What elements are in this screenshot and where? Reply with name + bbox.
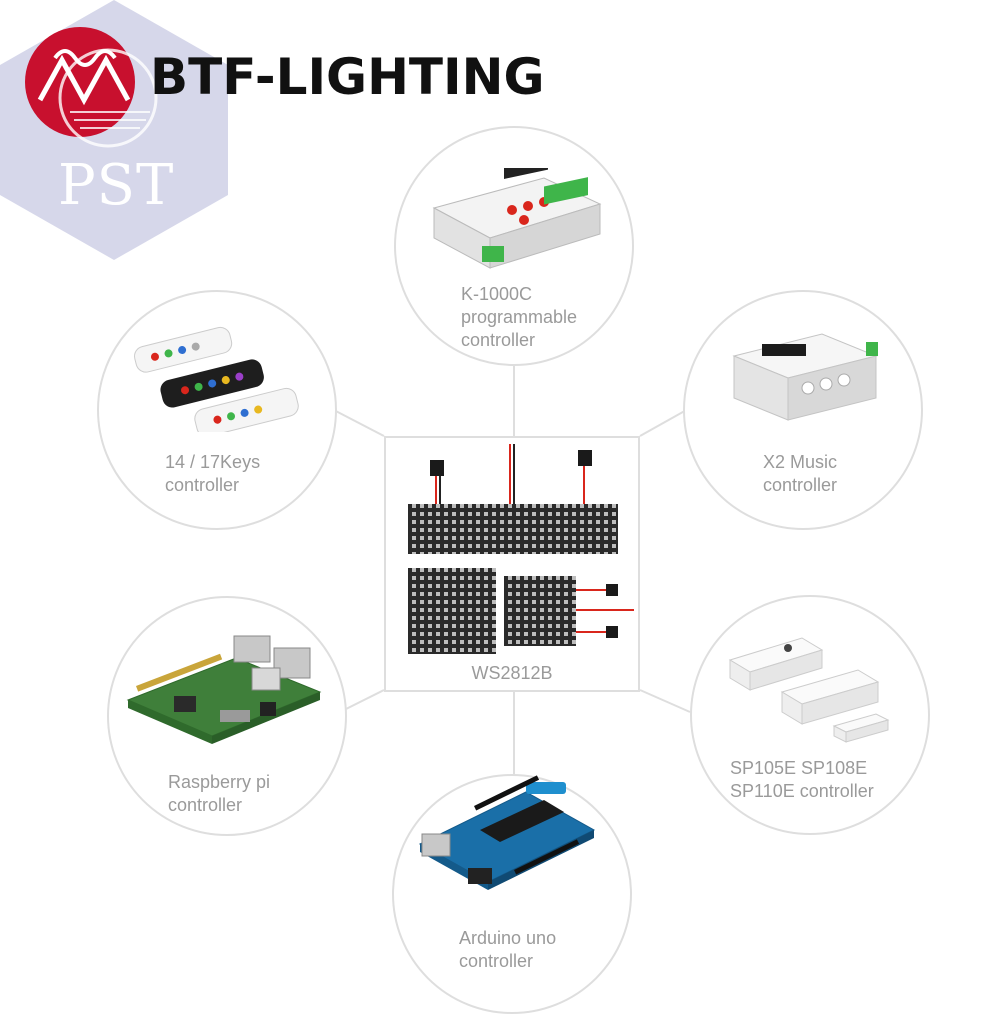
brand-title: BTF-LIGHTING	[150, 48, 545, 106]
center-label: WS2812B	[471, 663, 553, 683]
label-line: controller	[165, 475, 240, 495]
led-matrix-icon	[408, 444, 634, 654]
label-k1000c: K-1000C programmable controller	[461, 283, 577, 352]
watermark-hexagon	[0, 0, 228, 260]
label-line: X2 Music	[763, 452, 838, 472]
label-line: SP105E SP108E	[730, 758, 868, 778]
arduino-uno-board-icon	[418, 775, 596, 890]
label-line: controller	[168, 795, 243, 815]
label-line: Arduino uno	[459, 928, 557, 948]
label-arduino: Arduino uno controller	[459, 927, 556, 973]
label-line: programmable	[461, 307, 578, 327]
label-line: controller	[459, 951, 534, 971]
label-x2music: X2 Music controller	[763, 451, 837, 497]
label-line: 14 / 17Keys	[165, 452, 261, 472]
raspberry-pi-board-icon	[126, 635, 322, 744]
label-remote: 14 / 17Keys controller	[165, 451, 260, 497]
remote-control-icon	[134, 326, 299, 432]
label-line: Raspberry pi	[168, 772, 271, 792]
sp-bluetooth-controller-icon	[728, 637, 890, 743]
logo-emblem-icon	[25, 27, 158, 148]
x2-music-controller-icon	[732, 333, 878, 421]
label-sp105e: SP105E SP108E SP110E controller	[730, 757, 874, 803]
label-line: SP110E controller	[730, 781, 874, 801]
label-line: K-1000C	[461, 284, 533, 304]
k1000c-device-icon	[432, 168, 602, 269]
label-line: controller	[763, 475, 838, 495]
watermark-text: PST	[58, 153, 175, 218]
label-line: controller	[461, 330, 536, 350]
center-ws2812b-panel: WS2812B	[384, 436, 640, 692]
label-raspberry: Raspberry pi controller	[168, 771, 270, 817]
